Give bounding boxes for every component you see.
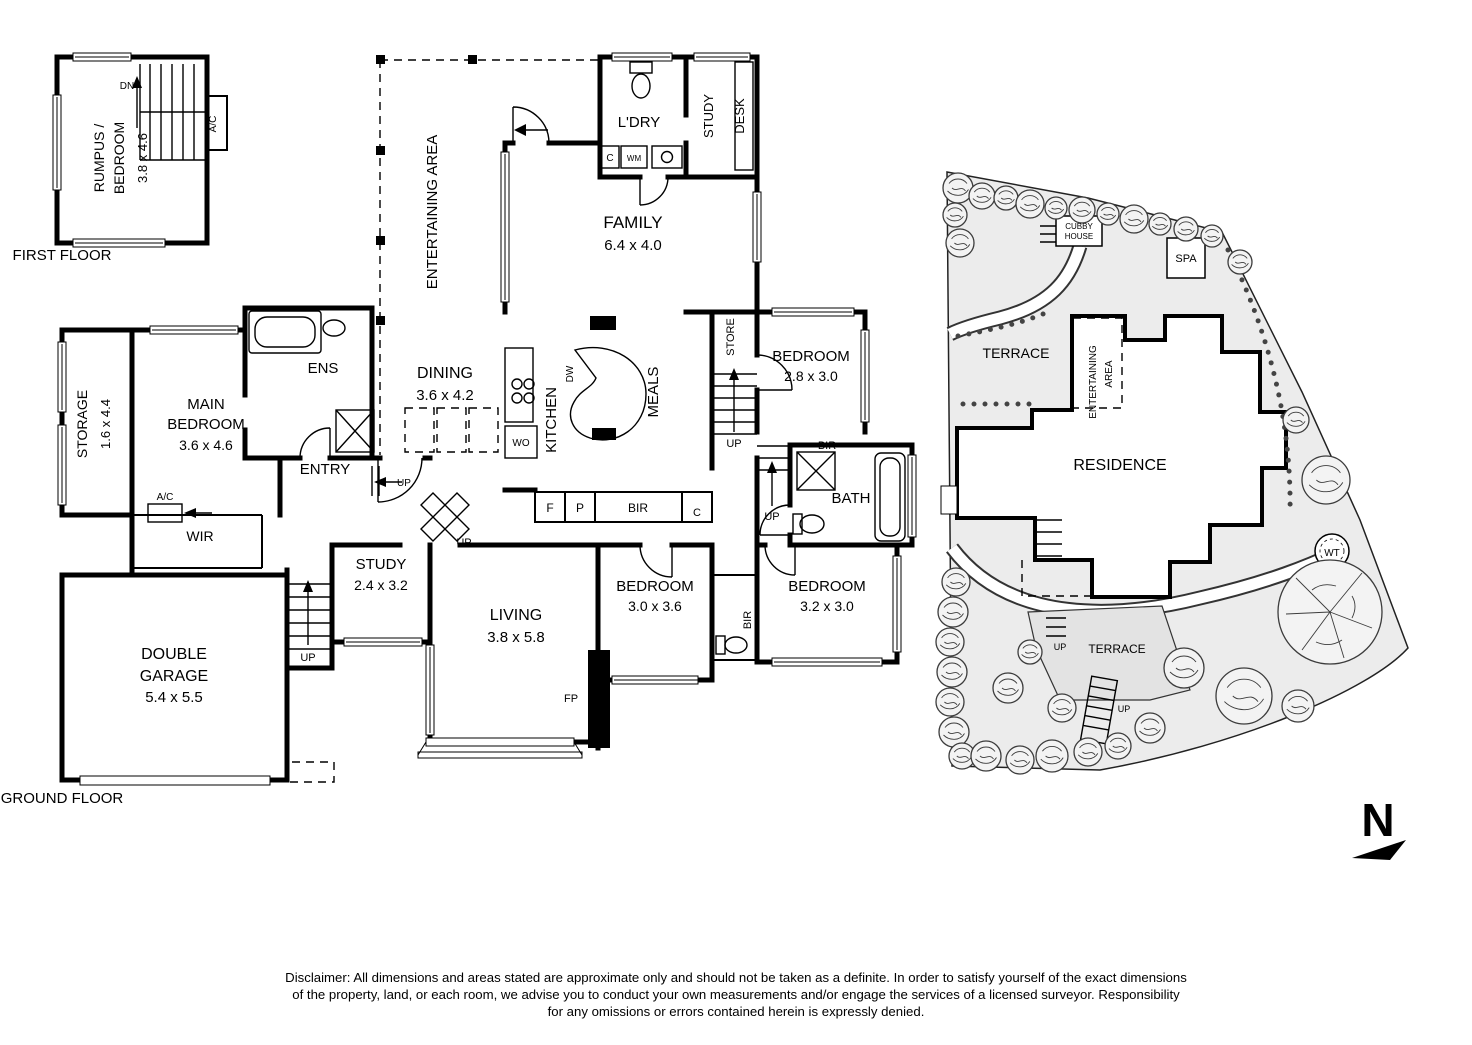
label-living-dims: 3.8 x 5.8 bbox=[487, 629, 545, 646]
windows bbox=[57, 52, 917, 759]
doors bbox=[299, 106, 796, 578]
label-laundry: L'DRY bbox=[618, 114, 661, 131]
label-bedroom-s: BEDROOM bbox=[616, 578, 694, 595]
label-study-dims: 2.4 x 3.2 bbox=[354, 577, 408, 593]
label-family-dims: 6.4 x 4.0 bbox=[604, 237, 662, 254]
label-bedroom-se: BEDROOM bbox=[788, 578, 866, 595]
disclaimer: Disclaimer: All dimensions and areas sta… bbox=[285, 970, 1187, 1019]
label-desk: DESK bbox=[732, 98, 747, 134]
label-bir-vert: BIR bbox=[742, 611, 754, 629]
label-bedroom-ne-dims: 2.8 x 3.0 bbox=[784, 368, 838, 384]
arrows bbox=[184, 124, 777, 645]
label-ac: A/C bbox=[157, 492, 174, 503]
label-garage-dims: 5.4 x 5.5 bbox=[145, 689, 203, 706]
fixtures bbox=[79, 61, 906, 786]
large-tree bbox=[1278, 560, 1382, 664]
label-bedroom-ne: BEDROOM bbox=[772, 348, 850, 365]
label-north: N bbox=[1361, 794, 1394, 846]
label-ens: ENS bbox=[308, 360, 339, 377]
site-plan: TERRACE ENTERTAINING AREA RESIDENCE CUBB… bbox=[935, 171, 1409, 775]
label-dining-dims: 3.6 x 4.2 bbox=[416, 387, 474, 404]
label-rumpus-dims: 3.8 x 4.6 bbox=[135, 133, 150, 183]
label-bir-hall: BIR bbox=[628, 501, 648, 515]
label-fp: FP bbox=[564, 693, 578, 705]
label-up-garage: UP bbox=[300, 652, 315, 664]
first-floor-plan: RUMPUS / BEDROOM 3.8 x 4.6 DN A/C FIRST … bbox=[13, 52, 228, 264]
label-kitchen: KITCHEN bbox=[543, 387, 560, 453]
trees bbox=[935, 172, 1382, 775]
label-wo: WO bbox=[512, 438, 529, 449]
label-wt: WT bbox=[1324, 548, 1340, 559]
label-family: FAMILY bbox=[603, 213, 662, 232]
label-main-bed-1: MAIN bbox=[187, 396, 225, 413]
label-dn: DN bbox=[120, 81, 134, 92]
label-cup-f: F bbox=[546, 501, 553, 515]
fireplace bbox=[588, 650, 610, 748]
label-laundry-c: C bbox=[606, 153, 613, 164]
label-site-entertaining-1: ENTERTAINING bbox=[1088, 345, 1099, 419]
label-living: LIVING bbox=[490, 607, 542, 624]
label-up-entry: UP bbox=[397, 478, 411, 489]
north-arrow-icon: N bbox=[1352, 794, 1406, 860]
label-wm: WM bbox=[627, 154, 642, 163]
label-study: STUDY bbox=[356, 556, 407, 573]
label-cup-c: C bbox=[693, 507, 701, 519]
label-bath: BATH bbox=[832, 490, 871, 507]
label-bir-ne: BIR bbox=[818, 440, 836, 452]
hall-cupboards bbox=[534, 491, 713, 523]
label-garage-1: DOUBLE bbox=[141, 646, 207, 663]
label-meals: MEALS bbox=[645, 367, 662, 418]
label-dw: DW bbox=[565, 365, 576, 382]
label-rumpus-1: RUMPUS / bbox=[91, 124, 107, 193]
label-store: STORE bbox=[725, 318, 737, 356]
label-main-bed-dims: 3.6 x 4.6 bbox=[179, 437, 233, 453]
label-storage: STORAGE bbox=[74, 390, 90, 458]
spa-box bbox=[1166, 237, 1206, 279]
disclaimer-line-2: of the property, land, or each room, we … bbox=[292, 987, 1180, 1002]
label-up-steps: UP bbox=[456, 537, 471, 549]
label-bedroom-se-dims: 3.2 x 3.0 bbox=[800, 598, 854, 614]
ground-floor-plan: ENTERTAINING AREA FAMILY 6.4 x 4.0 L'DRY… bbox=[1, 52, 917, 807]
label-cubby-1: CUBBY bbox=[1065, 222, 1093, 231]
label-entry: ENTRY bbox=[300, 461, 351, 478]
label-bedroom-s-dims: 3.0 x 3.6 bbox=[628, 598, 682, 614]
label-entertaining-area: ENTERTAINING AREA bbox=[424, 135, 441, 289]
label-up-hall: UP bbox=[764, 511, 779, 523]
label-wir: WIR bbox=[186, 528, 213, 544]
label-terrace-lower: TERRACE bbox=[1088, 642, 1145, 656]
label-up-store: UP bbox=[726, 438, 741, 450]
disclaimer-line-1: Disclaimer: All dimensions and areas sta… bbox=[285, 970, 1187, 985]
label-site-entertaining-2: AREA bbox=[1104, 360, 1115, 388]
label-dining: DINING bbox=[417, 365, 473, 382]
disclaimer-line-3: for any omissions or errors contained he… bbox=[548, 1004, 925, 1019]
label-storage-dims: 1.6 x 4.4 bbox=[98, 399, 113, 449]
label-terrace-upper: TERRACE bbox=[983, 345, 1050, 361]
residence-porch bbox=[940, 485, 958, 515]
label-garage-2: GARAGE bbox=[140, 668, 208, 685]
label-cup-p: P bbox=[576, 501, 584, 515]
label-ff-ac: A/C bbox=[208, 116, 219, 133]
label-rumpus-2: BEDROOM bbox=[111, 122, 127, 194]
caption-ground-floor: GROUND FLOOR bbox=[1, 790, 124, 807]
label-main-bed-2: BEDROOM bbox=[167, 416, 245, 433]
deck-posts bbox=[376, 55, 477, 325]
label-site-up-2: UP bbox=[1118, 704, 1131, 714]
label-residence: RESIDENCE bbox=[1073, 457, 1166, 474]
caption-first-floor: FIRST FLOOR bbox=[13, 247, 112, 264]
label-study-nook: STUDY bbox=[701, 94, 716, 138]
label-site-up-1: UP bbox=[1054, 642, 1067, 652]
label-spa: SPA bbox=[1175, 253, 1197, 265]
label-cubby-2: HOUSE bbox=[1065, 232, 1093, 241]
